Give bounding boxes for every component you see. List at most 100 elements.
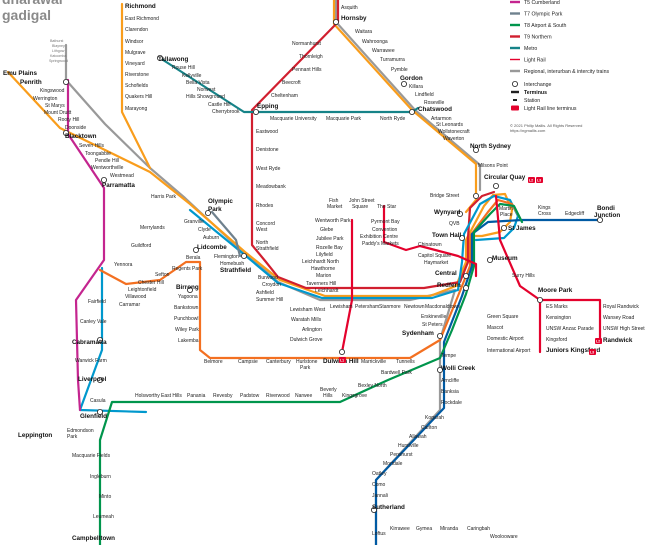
station-label: Glenfield [80, 413, 107, 420]
station-label: Doonside [65, 125, 86, 131]
station-label: Roseville [424, 100, 445, 106]
interchange-marker [63, 129, 70, 136]
interchange-marker [456, 210, 463, 217]
station-label: Turramurra [380, 57, 405, 63]
interchange-marker [101, 176, 108, 183]
station-label: Newtown [404, 304, 425, 310]
station-label: Clarendon [125, 27, 148, 33]
station-label: Leightonfield [128, 287, 157, 293]
station-label: Granville [184, 219, 204, 225]
station-label: East Hills [161, 393, 182, 399]
station-label: Casula [90, 398, 106, 404]
station-label: Toongabbie [85, 151, 111, 157]
station-label: Wolli Creek [441, 365, 476, 372]
legend-symbol-label: Light Rail line terminus [524, 106, 577, 112]
station-label: Bondi [597, 205, 615, 212]
legend-label: Metro [524, 46, 537, 52]
light-rail-l2 [494, 194, 542, 354]
interchange-marker [370, 506, 377, 513]
station-label: Marion [316, 273, 332, 279]
station-label: Oatley [372, 471, 387, 477]
station-label: Riverstone [125, 72, 149, 78]
station-label: Wansey Road [603, 315, 634, 321]
interchange-marker [332, 18, 339, 25]
interchange-marker [458, 234, 465, 241]
station-label: Narwee [295, 393, 312, 399]
station-label: Westmead [110, 173, 134, 179]
station-label: Kings [538, 205, 551, 211]
station-label: Place [500, 212, 513, 218]
station-label: Guildford [131, 243, 152, 249]
station-label: Castle Hill [208, 102, 231, 108]
light-rail-l3 [538, 298, 602, 344]
station-label: UNSW Anzac Parade [546, 326, 594, 332]
interchange-marker [192, 246, 199, 253]
t1-line [120, 2, 152, 170]
station-label: Campsie [238, 359, 258, 365]
station-label: Park [300, 365, 311, 371]
station-label: Macquarie University [270, 116, 317, 122]
station-label: Waratah Mills [291, 317, 322, 323]
interchange-marker [472, 192, 479, 199]
station-label: Harris Park [151, 194, 177, 200]
station-label: Mount Druitt [44, 110, 72, 116]
interchange-marker [204, 209, 211, 216]
station-label: Lewisham [330, 304, 353, 310]
station-label: St Peters [422, 322, 443, 328]
station-label: UNSW High Street [603, 326, 645, 332]
station-label: Olympic [208, 198, 233, 205]
station-label: Kingswood [40, 88, 65, 94]
station-label: Milsons Point [478, 163, 508, 169]
station-label: North Ryde [380, 116, 406, 122]
station-label: Birrong [176, 284, 199, 291]
station-label: Leichhardt [315, 288, 339, 294]
station-label: Warrawee [372, 48, 395, 54]
station-label: Belmore [204, 359, 223, 365]
station-label: Mascot [487, 325, 504, 331]
station-label: Fish [329, 198, 339, 204]
station-label: Royal Randwick [603, 304, 639, 310]
lr-terminus-badge-circular-quay-1 [528, 177, 535, 183]
station-label: Domestic Airport [487, 336, 524, 342]
station-label: Schofields [125, 83, 149, 89]
legend-label: Light Rail [524, 58, 546, 64]
station-label: Penrith [20, 79, 42, 86]
station-label: ES Marks [546, 304, 568, 310]
station-label: Sefton [155, 272, 170, 278]
station-label: Capitol Square [418, 253, 451, 259]
station-label: Central [435, 270, 457, 277]
station-label: Blacktown [65, 133, 97, 140]
station-label: Pymble [391, 67, 408, 73]
station-label: Pendle Hill [95, 158, 119, 164]
station-label: Leichhardt North [302, 259, 339, 265]
interchange-marker [436, 332, 443, 339]
regional-place-tag: Katoomba [50, 54, 66, 58]
station-label: Rozelle Bay [316, 245, 343, 251]
station-label: Auburn [203, 235, 219, 241]
station-label: Pyrmont Bay [371, 219, 400, 225]
station-label: Minto [99, 494, 111, 500]
station-label: Lewisham West [290, 307, 326, 313]
station-label: Artarmon [431, 116, 452, 122]
station-label: Eastwood [256, 129, 278, 135]
station-label: Hurstville [398, 443, 419, 449]
station-label: Chatswood [418, 106, 452, 113]
t1-line-west [6, 70, 514, 298]
station-label: Petersham [355, 304, 379, 310]
t9-line [250, 0, 496, 290]
interchange-marker [186, 286, 193, 293]
legend-label: T7 Olympic Park [524, 12, 563, 18]
lr-terminus-badge-text-4: L2 [596, 340, 600, 344]
t2-line [78, 266, 148, 414]
interchange-marker [537, 296, 544, 303]
station-label: Town Hall [432, 232, 462, 239]
t3-line [98, 198, 522, 360]
station-label: Thornleigh [299, 54, 323, 60]
station-label: Emu Plains [3, 70, 37, 77]
station-label: Bankstown [174, 305, 199, 311]
station-label: Market [327, 204, 343, 210]
station-label: Kensington [546, 315, 571, 321]
station-label: Macquarie Park [326, 116, 362, 122]
